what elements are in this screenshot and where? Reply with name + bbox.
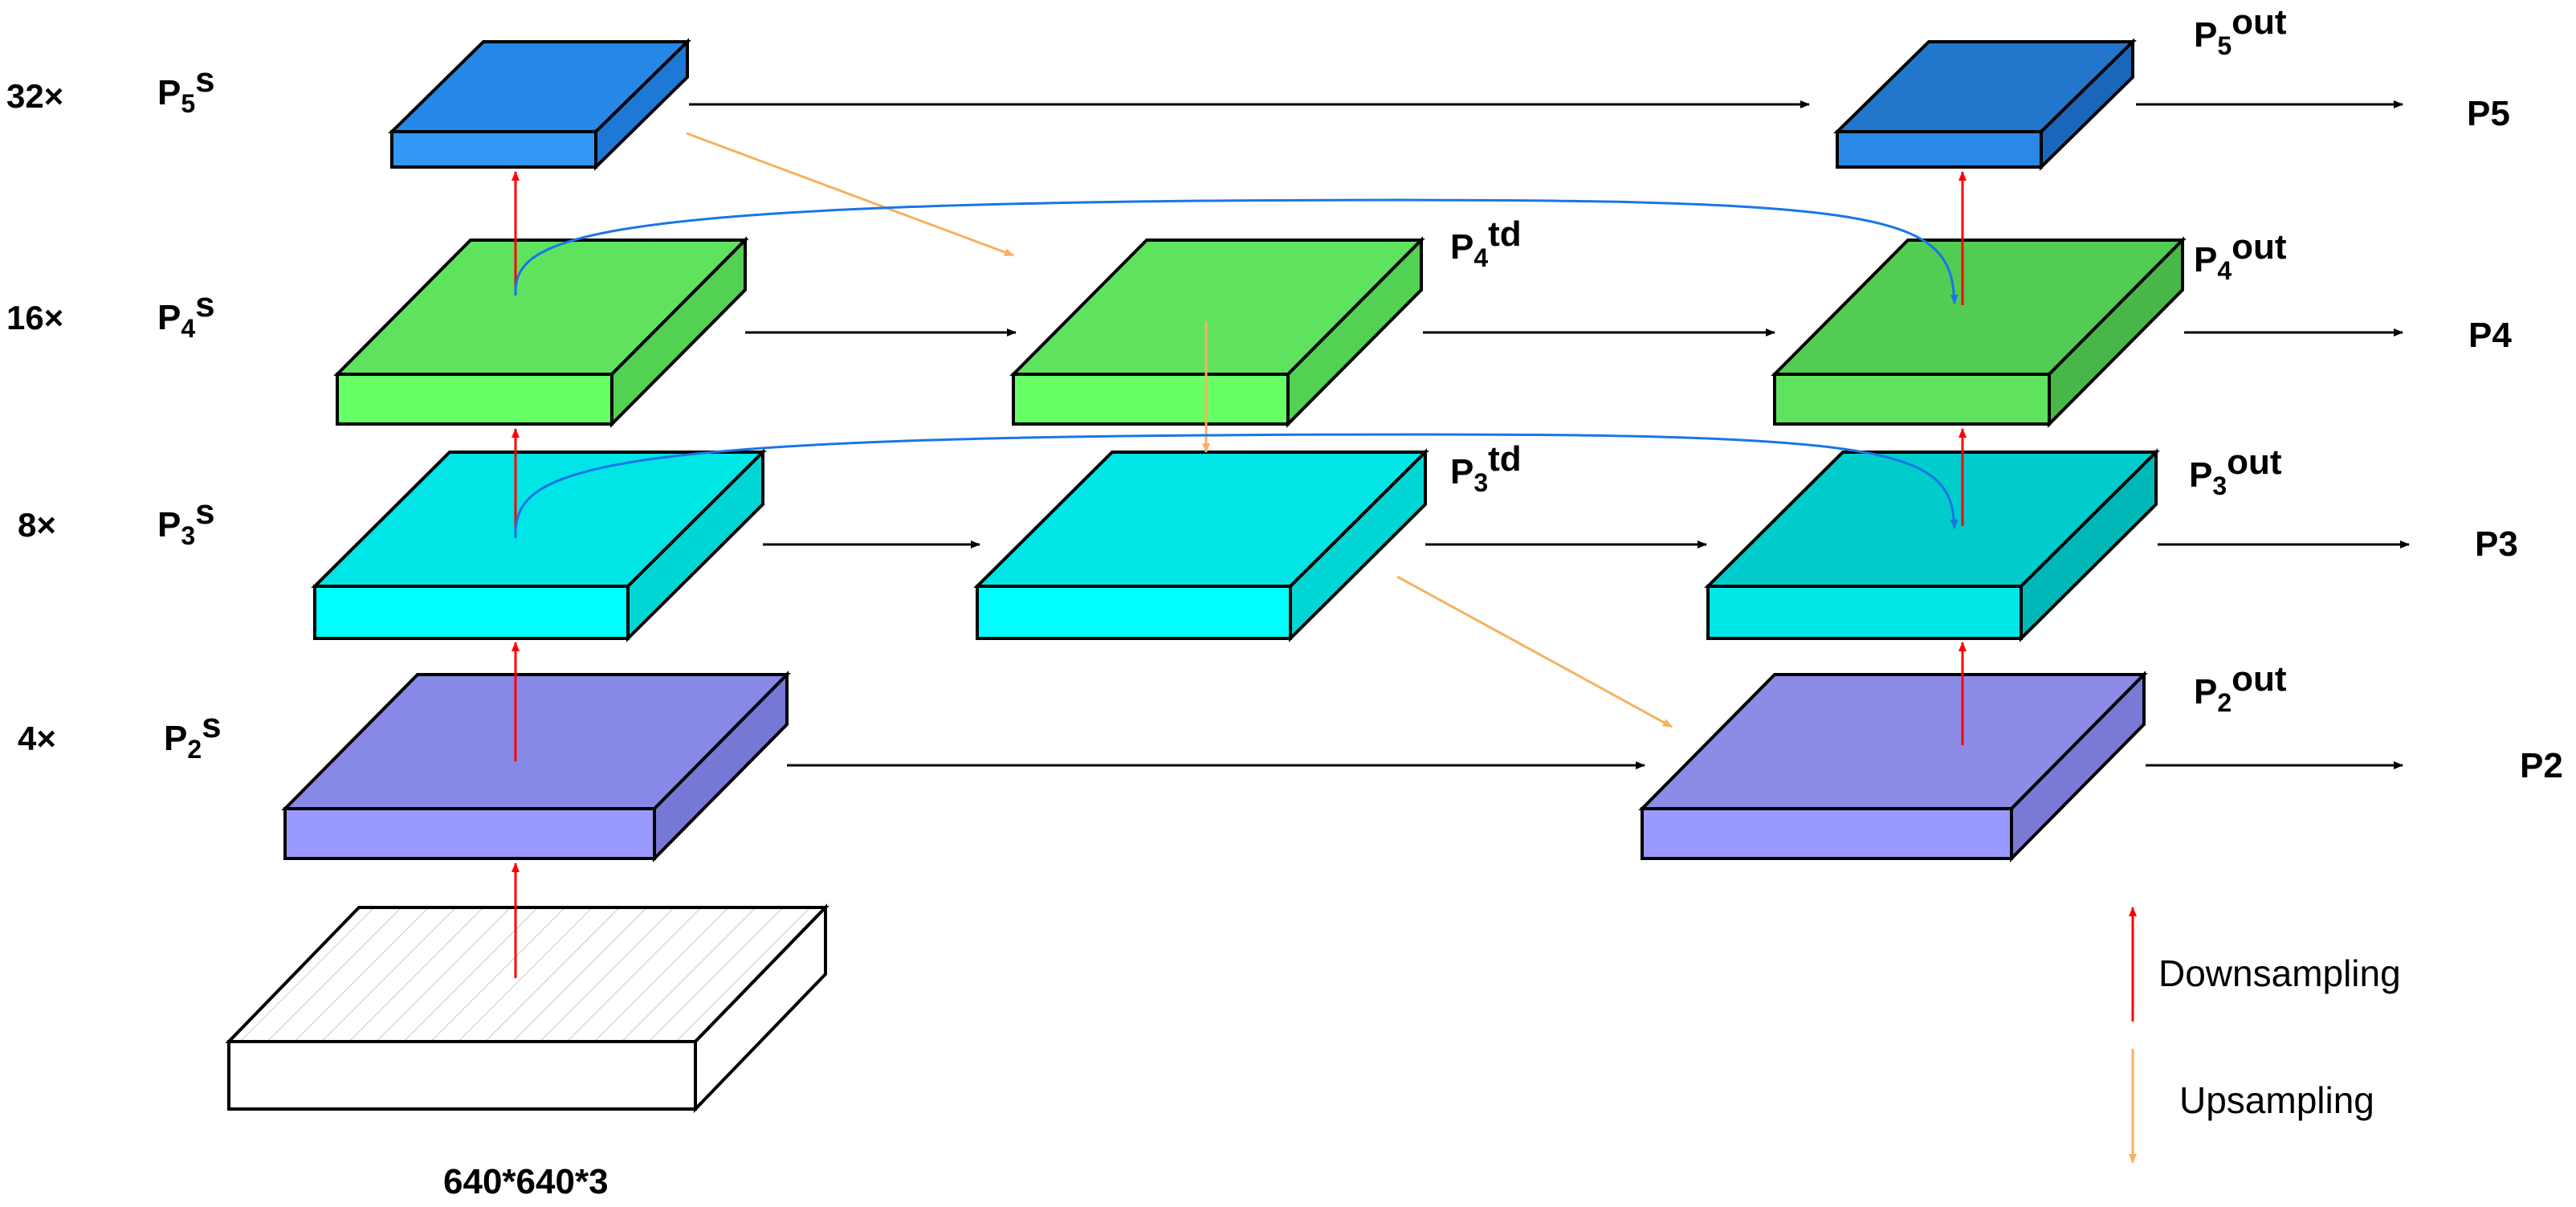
label-p4td: P4td <box>1450 214 1522 272</box>
p3td-block <box>973 448 1429 642</box>
output-labels: P5 P4 P3 P2 <box>2467 94 2563 785</box>
skip-connections <box>514 198 1958 539</box>
output-p3: P3 <box>2475 524 2518 564</box>
p4out-block <box>1771 236 2187 428</box>
skip-p3s-p3out <box>514 433 1958 539</box>
legend-upsampling-label: Upsampling <box>2179 1079 2374 1121</box>
lateral-arrows <box>689 100 2410 769</box>
scale-32x: 32× <box>6 77 63 115</box>
up-arrow-p3td-p2out <box>1396 575 1673 728</box>
scale-labels: 32× 16× 8× 4× <box>6 77 63 757</box>
downsampling-arrows <box>512 171 1967 978</box>
up-arrow-p5s-p4td <box>686 132 1014 257</box>
p2out-block <box>1638 671 2148 862</box>
p5out-block <box>1833 38 2137 171</box>
label-p3s: P3s <box>157 492 215 550</box>
legend: Downsampling Upsampling <box>2129 907 2401 1164</box>
input-size-label: 640*640*3 <box>443 1162 609 1201</box>
scale-8x: 8× <box>18 506 56 544</box>
label-p3td: P3td <box>1450 439 1522 497</box>
label-p2out: P2out <box>2194 659 2287 717</box>
p3s-block <box>311 448 767 642</box>
output-p4: P4 <box>2468 316 2512 355</box>
p4s-block <box>333 236 749 428</box>
label-p4s: P4s <box>157 285 215 343</box>
legend-downsampling-label: Downsampling <box>2158 952 2401 994</box>
p5s-block <box>388 38 691 171</box>
skip-p4s-p4out <box>514 198 1958 304</box>
p2s-block <box>281 671 791 862</box>
output-p2: P2 <box>2520 746 2563 785</box>
scale-4x: 4× <box>18 720 56 757</box>
level-labels: P5s P4s P3s P2s P4td P3td P5out P4out P3… <box>157 2 2287 764</box>
label-p4out: P4out <box>2194 227 2287 285</box>
label-p2s: P2s <box>164 706 222 764</box>
label-p5s: P5s <box>157 60 215 118</box>
p4td-block <box>1009 236 1425 428</box>
p3out-block <box>1704 448 2160 642</box>
upsampling-arrows <box>686 132 1673 728</box>
label-p3out: P3out <box>2189 442 2282 500</box>
output-p5: P5 <box>2467 94 2510 133</box>
input-block <box>225 903 829 1113</box>
label-p5out: P5out <box>2194 2 2287 60</box>
scale-16x: 16× <box>6 299 63 336</box>
